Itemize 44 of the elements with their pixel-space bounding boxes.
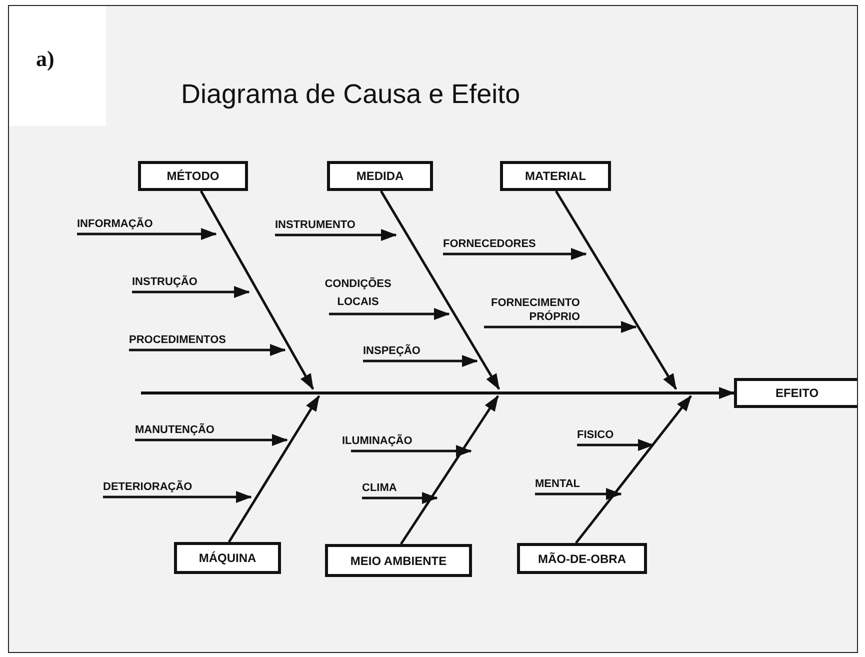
cause-label: CLIMA (362, 481, 397, 495)
cause-label: FORNECEDORES (443, 237, 536, 251)
arrow (135, 434, 288, 446)
category-box: MEIO AMBIENTE (325, 544, 472, 577)
arrow (132, 286, 250, 298)
category-box: MÃO-DE-OBRA (517, 543, 647, 574)
arrow (103, 491, 252, 503)
category-box: EFEITO (734, 378, 857, 408)
arrow (535, 488, 622, 500)
category-box: MEDIDA (327, 161, 433, 191)
arrow (351, 445, 472, 457)
category-box: MÁQUINA (174, 542, 281, 574)
arrow (400, 395, 500, 545)
cause-label: PROCEDIMENTOS (129, 333, 226, 347)
arrow (141, 387, 735, 399)
diagram-title: Diagrama de Causa e Efeito (181, 79, 520, 110)
cause-label: ILUMINAÇÃO (342, 434, 412, 448)
arrow (275, 229, 397, 241)
cause-label: DETERIORAÇÃO (103, 480, 192, 494)
arrow (443, 248, 587, 260)
arrow (484, 321, 637, 333)
cause-label: FORNECIMENTO PRÓPRIO (484, 296, 580, 324)
category-box: MATERIAL (500, 161, 611, 191)
cause-label: MENTAL (535, 477, 580, 491)
arrow (554, 190, 678, 390)
panel-label: a) (9, 6, 106, 126)
cause-label: INSPEÇÃO (363, 344, 420, 358)
cause-label: INFORMAÇÃO (77, 217, 153, 231)
arrow (380, 190, 500, 390)
arrow (77, 228, 217, 240)
arrow (329, 308, 450, 320)
cause-label: MANUTENÇÃO (135, 423, 214, 437)
cause-label: INSTRUMENTO (275, 218, 356, 232)
arrow (200, 190, 314, 390)
arrow (228, 395, 320, 543)
category-box: MÉTODO (138, 161, 248, 191)
arrow (577, 439, 654, 451)
cause-label: CONDIÇÕES LOCAIS (320, 275, 396, 311)
arrow (575, 395, 692, 544)
cause-label: INSTRUÇÃO (132, 275, 198, 289)
arrow (129, 344, 286, 356)
arrow (363, 355, 478, 367)
cause-label: FISICO (577, 428, 614, 442)
arrow (362, 492, 438, 504)
